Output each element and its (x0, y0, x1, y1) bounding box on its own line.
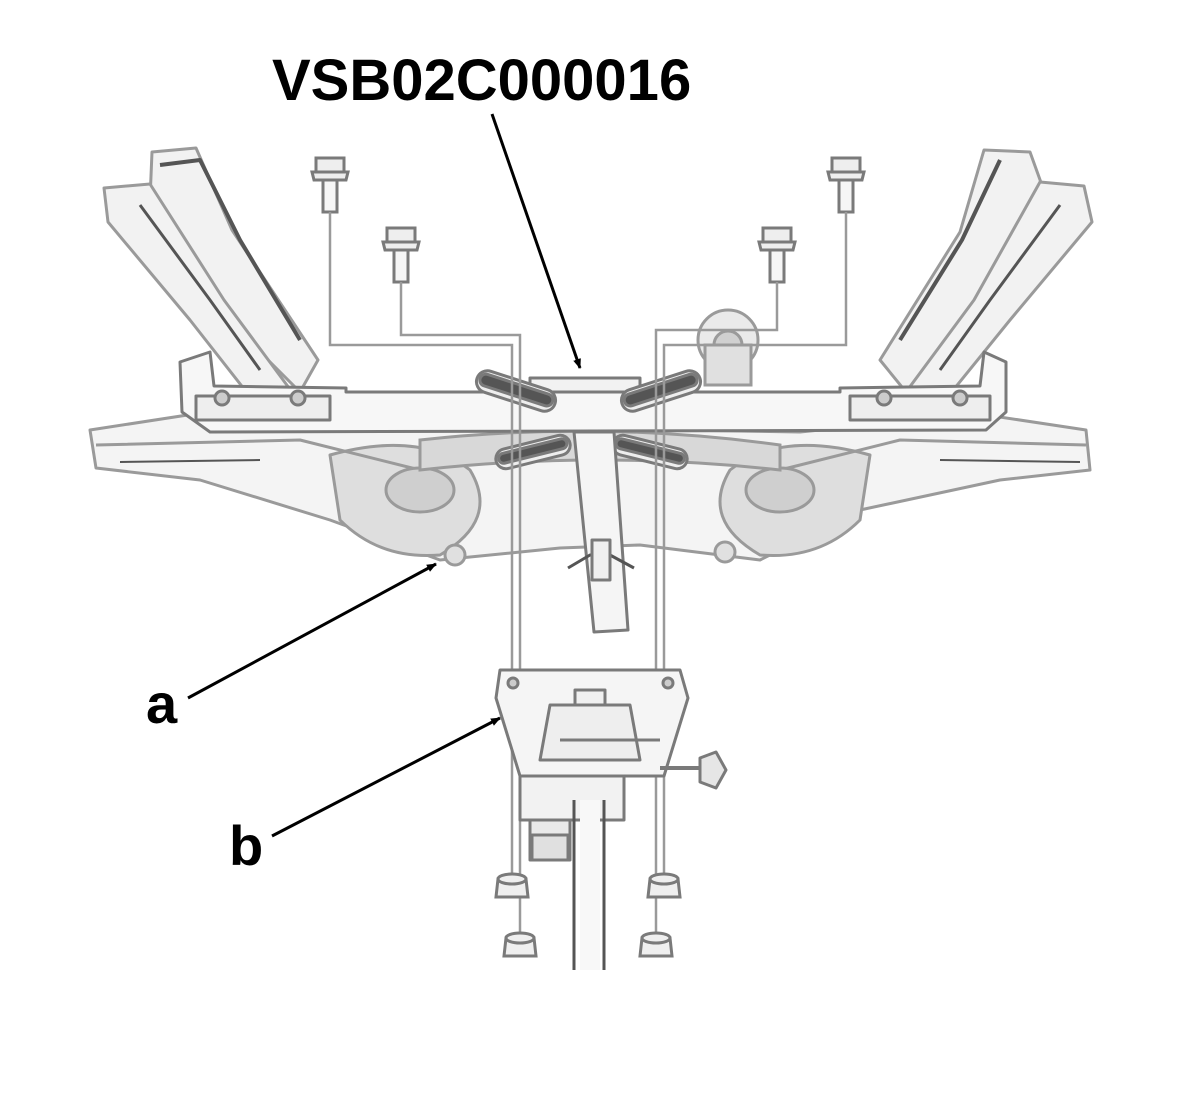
callout-arrows (187, 113, 582, 838)
nut-icon (502, 931, 538, 958)
guide-lines (328, 212, 848, 940)
jack-adapter (494, 668, 728, 970)
nut-icon (646, 872, 682, 899)
bolt-icon (381, 226, 421, 284)
left-frame-rail (102, 146, 320, 396)
tool-code-label: VSB02C000016 (272, 48, 692, 113)
tool-code-arrow (490, 113, 582, 369)
support-beam-tool (178, 350, 1008, 634)
bolt-icon (757, 226, 797, 284)
nut-group-bottom (494, 872, 682, 958)
callout-b-arrow (271, 716, 501, 838)
callout-b-label: b (229, 814, 264, 877)
nut-icon (494, 872, 530, 899)
right-frame-rail (878, 148, 1094, 396)
bolt-icon (826, 156, 866, 214)
callout-a-arrow (187, 562, 437, 700)
bolt-icon (310, 156, 350, 214)
nut-icon (638, 931, 674, 958)
bolt-group-top (310, 156, 866, 284)
callout-a-label: a (146, 672, 178, 735)
